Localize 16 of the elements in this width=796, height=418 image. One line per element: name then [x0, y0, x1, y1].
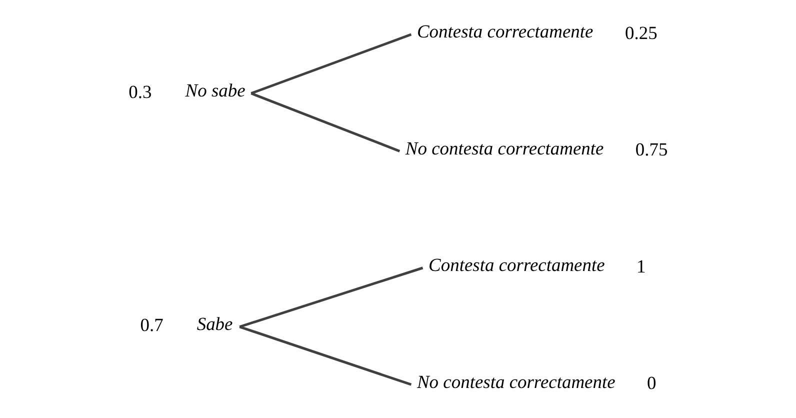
node-text: Contesta correctamente [416, 21, 593, 42]
node-label: 0.75 [634, 139, 668, 160]
node-label: 0 [646, 372, 656, 392]
connector [238, 266, 423, 328]
node-text: No contesta correctamente [416, 371, 615, 392]
connector [250, 92, 400, 152]
node-label: 0.25 [624, 22, 657, 42]
node-text: Sabe [196, 314, 232, 334]
node-label: 1 [636, 256, 646, 276]
connector [238, 325, 412, 386]
node-label: 0.7 [140, 314, 163, 335]
node-text: No contesta correctamente [404, 138, 604, 158]
connector [250, 32, 412, 94]
node-text: Contesta correctamente [428, 254, 604, 275]
node-label: 0.3 [128, 81, 152, 102]
node-text: No sabe [184, 80, 245, 100]
